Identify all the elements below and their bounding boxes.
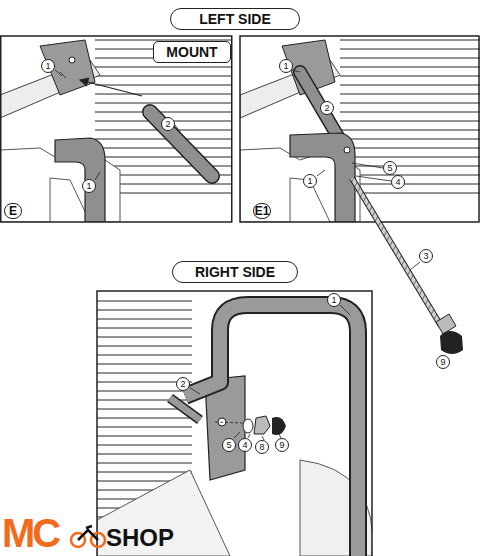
callout-number: 9 [436,355,450,369]
callout-number: 2 [176,377,190,391]
callout-number: 4 [238,438,252,452]
callout-number: 8 [255,440,269,454]
callout-number: 1 [82,179,96,193]
leader-lines [55,70,391,440]
callout-number: 1 [303,174,317,188]
panel-letter: E [4,203,22,219]
watermark: MC [2,513,58,553]
right-side-drawing [97,300,372,556]
panel-letter: E1 [253,203,271,219]
callout-number: 9 [275,438,289,452]
logo-icon [71,526,105,547]
callout-number: 4 [391,175,405,189]
step-tag: MOUNT [153,41,231,63]
callout-number: 1 [41,59,55,73]
callout-number: 2 [320,101,334,115]
callout-number: 5 [383,161,397,175]
section-heading: LEFT SIDE [170,8,300,30]
bolt-with-cap [352,178,463,354]
callout-number: 5 [222,438,236,452]
section-heading: RIGHT SIDE [172,261,298,283]
panel-e-drawing [0,36,232,222]
callout-number: 3 [419,249,433,263]
callout-number: 2 [161,117,175,131]
callout-number: 1 [279,59,293,73]
heading-text: LEFT SIDE [199,11,271,27]
heading-text: RIGHT SIDE [195,264,275,280]
watermark: SHOP [106,526,174,550]
callout-number: 1 [327,293,341,307]
heading-text: MOUNT [166,44,217,60]
